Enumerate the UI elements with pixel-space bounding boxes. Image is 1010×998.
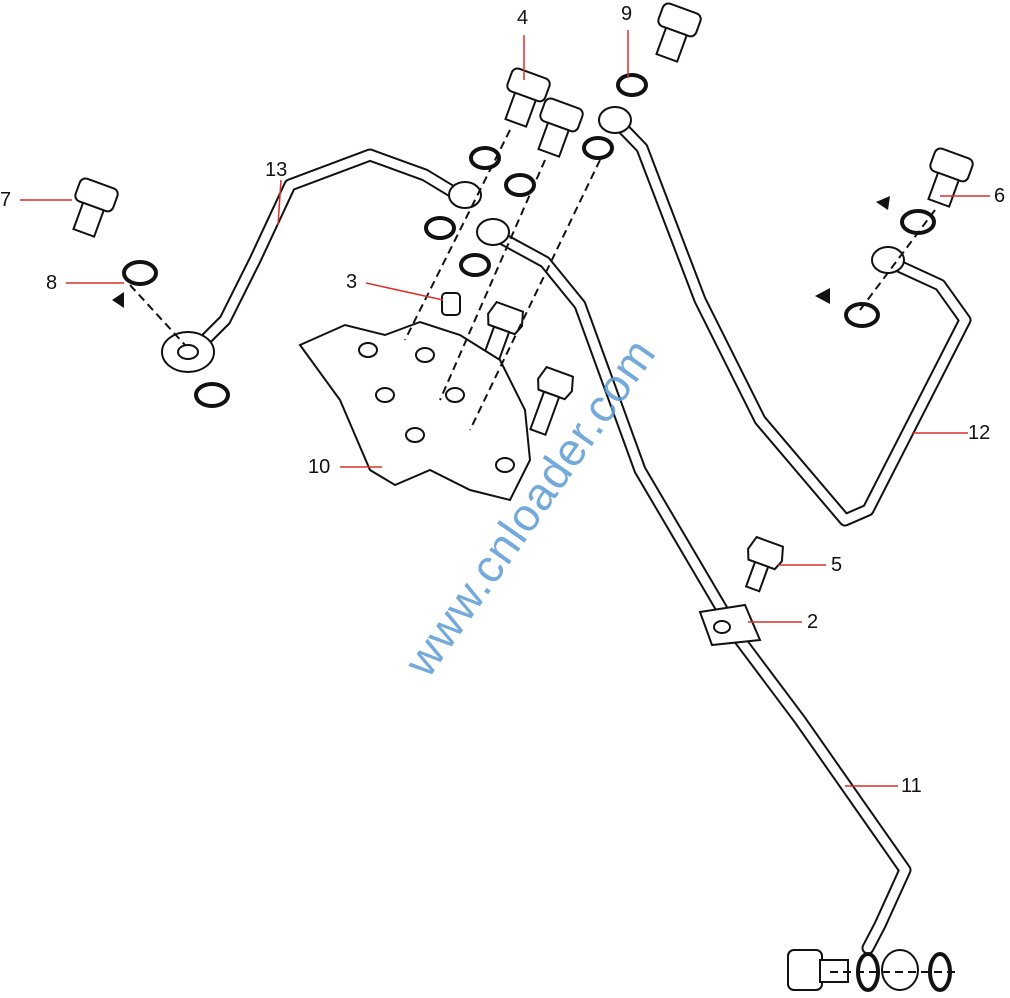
callout-13: 13 xyxy=(265,159,288,181)
triangle-markers xyxy=(112,196,890,308)
callout-12: 12 xyxy=(968,422,991,444)
callout-11: 11 xyxy=(901,775,922,797)
eye-fitting xyxy=(448,181,482,209)
callout-3: 3 xyxy=(346,271,358,293)
callout-4: 4 xyxy=(517,7,529,29)
callout-10: 10 xyxy=(308,456,331,478)
callout-2: 2 xyxy=(807,611,819,633)
callout-6: 6 xyxy=(994,185,1006,207)
manifold-block xyxy=(298,320,532,502)
centerlines xyxy=(129,129,960,973)
callout-8: 8 xyxy=(46,272,58,294)
eye-fitting xyxy=(476,218,510,246)
callout-7: 7 xyxy=(0,189,12,211)
callout-9: 9 xyxy=(621,3,633,25)
banjo-bolts xyxy=(72,2,974,991)
clamp xyxy=(698,603,762,647)
eye-fitting xyxy=(598,106,632,134)
callout-5: 5 xyxy=(831,554,843,576)
pipe-11 xyxy=(483,225,912,955)
eye-fitting xyxy=(871,246,905,274)
leader-lines xyxy=(20,30,990,787)
eye-fitting xyxy=(881,949,919,991)
